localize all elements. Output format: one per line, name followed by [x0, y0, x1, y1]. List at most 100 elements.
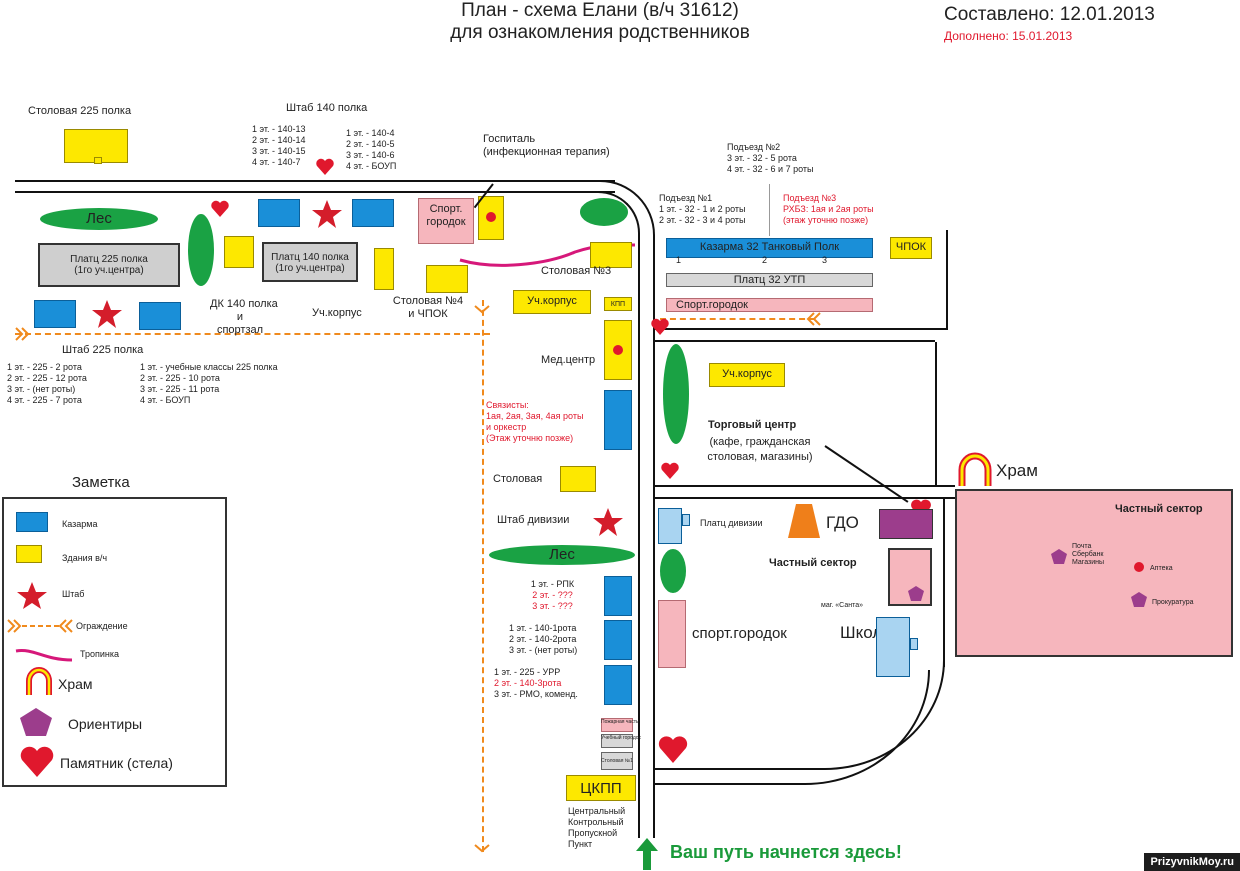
- canteen-building[interactable]: [560, 466, 596, 492]
- training-ground[interactable]: [601, 734, 633, 748]
- monument-icon: [651, 318, 669, 335]
- star-icon: [312, 200, 342, 228]
- road-bottom-curve-outer: [655, 670, 930, 785]
- medical-cross-icon: [613, 345, 623, 355]
- barracks-225-urr[interactable]: [604, 665, 632, 705]
- fence-icon: [7, 619, 73, 633]
- checkpoint-building[interactable]: [604, 297, 632, 311]
- sports-ground-bottom-label: спорт.городок: [692, 625, 787, 642]
- medical-cross-icon: [1134, 562, 1144, 572]
- gdo-label: ГДО: [826, 513, 859, 532]
- entrance-num-2: 2: [762, 255, 768, 265]
- barracks-rpk[interactable]: [604, 576, 632, 616]
- fence-arrow-right-icon: [806, 312, 821, 326]
- monument-icon: [316, 158, 334, 175]
- road-to-private: [943, 485, 955, 487]
- road-main-right: [653, 238, 655, 838]
- study-building-2[interactable]: [513, 290, 591, 314]
- map-title: План - схема Елани (в/ч 31612) для ознак…: [360, 0, 840, 44]
- forest-small-2: [580, 198, 628, 226]
- temple-icon: [958, 452, 992, 486]
- canteen-4-building[interactable]: [426, 265, 468, 293]
- school-building[interactable]: [876, 617, 910, 677]
- barracks-225-b[interactable]: [139, 302, 181, 330]
- forest-top-left: [40, 208, 158, 230]
- canteen-3-building[interactable]: [590, 242, 632, 268]
- monument-icon: [658, 736, 688, 763]
- parade-ground-32[interactable]: [666, 273, 873, 287]
- fence-arrow-bottom-icon: [474, 844, 490, 853]
- road-h2b: [655, 497, 945, 499]
- canteen-1[interactable]: [601, 752, 633, 770]
- sports-ground-bottom[interactable]: [658, 600, 686, 668]
- division-parade-ground[interactable]: [658, 508, 682, 544]
- monument-icon: [661, 462, 679, 479]
- road-top-outer: [15, 180, 615, 182]
- title-line-1: План - схема Елани (в/ч 31612): [461, 0, 739, 21]
- path-icon: [15, 649, 73, 662]
- road-v3: [943, 497, 945, 667]
- dk-140-building[interactable]: [224, 236, 254, 268]
- barracks-140-a[interactable]: [258, 199, 300, 227]
- sports-ground-top-label: Спорт.городок: [426, 203, 466, 228]
- barracks-140-companies[interactable]: [604, 620, 632, 660]
- barracks-32-tank[interactable]: [666, 238, 873, 258]
- road-h1b: [655, 340, 935, 342]
- shopping-center-building[interactable]: [879, 509, 933, 539]
- star-icon: [17, 582, 47, 609]
- parade-ground-225-label: Платц 225 полка(1го уч.центра): [70, 254, 148, 276]
- central-checkpoint[interactable]: [566, 775, 636, 801]
- sports-ground-32[interactable]: [666, 298, 873, 312]
- monument-icon: [911, 499, 931, 518]
- fence-right: [660, 318, 815, 320]
- gdo-building-icon[interactable]: [786, 502, 822, 540]
- monument-icon: [211, 200, 229, 217]
- compiled-date: Составлено: 12.01.2013: [944, 4, 1155, 25]
- fire-station[interactable]: [601, 718, 633, 732]
- barracks-32-label: Казарма 32 Танковый Полк: [699, 241, 840, 253]
- sports-ground-top[interactable]: [418, 198, 474, 244]
- canteen-3-label: Столовая №3: [541, 265, 612, 277]
- signal-barracks[interactable]: [604, 390, 632, 450]
- prosecutor-label: Прокуратура: [1152, 599, 1194, 606]
- fence-arrow-top-icon: [474, 305, 490, 314]
- legend-title: Заметка: [72, 474, 130, 491]
- medical-center-label: Мед.центр: [541, 354, 596, 366]
- canteen-label: Столовая: [493, 473, 543, 485]
- santa-store-label: маг. «Санта»: [821, 602, 863, 609]
- forest-right: [663, 344, 689, 444]
- legend-item-fence: Ограждение: [76, 621, 128, 631]
- building-icon: [16, 545, 42, 563]
- study-building-3[interactable]: [709, 363, 785, 387]
- barracks-140-b[interactable]: [352, 199, 394, 227]
- forest-center: [489, 545, 635, 565]
- private-sector-large[interactable]: [955, 489, 1233, 657]
- school-door: [910, 638, 918, 650]
- road-h2a: [655, 485, 945, 487]
- parade-ground-225[interactable]: [38, 243, 180, 287]
- medical-cross-icon: [486, 212, 496, 222]
- parade-ground-140[interactable]: [262, 242, 358, 282]
- study-building-1[interactable]: [374, 248, 394, 290]
- fence-vertical: [482, 300, 484, 852]
- entrance-divider: [769, 184, 770, 236]
- chpok-building[interactable]: [890, 237, 932, 259]
- checkpoint-label: КПП: [610, 301, 626, 308]
- start-caption: Ваш путь начнется здесь!: [670, 842, 902, 862]
- barracks-225-a[interactable]: [34, 300, 76, 328]
- hq-140-label: Штаб 140 полка: [286, 102, 368, 114]
